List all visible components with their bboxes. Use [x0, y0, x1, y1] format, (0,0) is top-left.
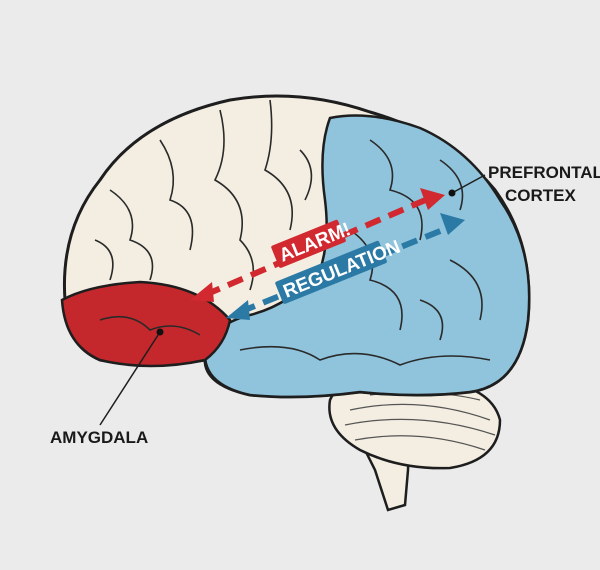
amygdala-leader-line [99, 331, 161, 426]
prefrontal-label-line1: PREFRONTAL [488, 163, 600, 182]
prefrontal-leader-line [451, 174, 486, 194]
alarm-arrow [190, 188, 445, 302]
amygdala-region [60, 280, 232, 368]
prefrontal-marker-dot [448, 189, 456, 197]
prefrontal-label-line2: CORTEX [505, 186, 577, 205]
amygdala-marker-dot [156, 328, 164, 336]
cortex-folds [94, 99, 491, 366]
amygdala-label: AMYGDALA [50, 428, 148, 447]
